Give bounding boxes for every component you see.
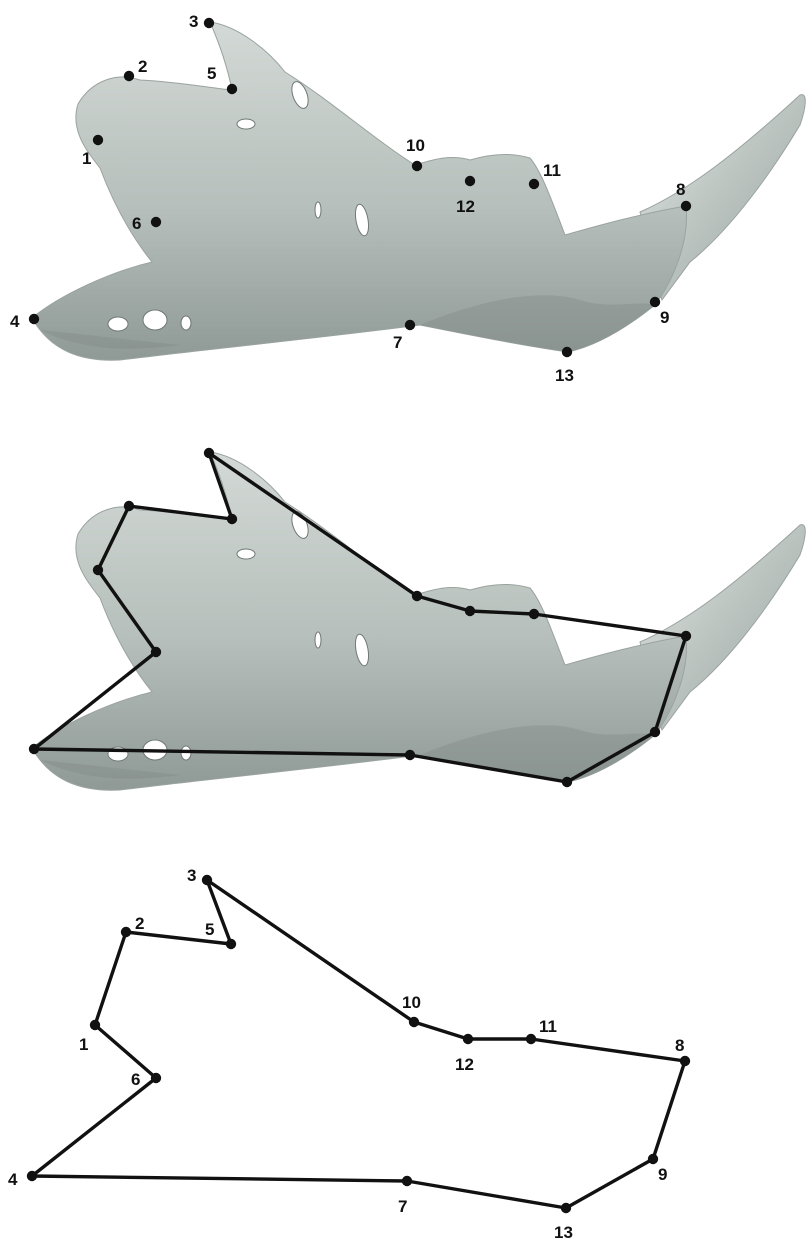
landmark-label-12: 12 <box>456 197 475 216</box>
landmark-label-1: 1 <box>82 149 91 168</box>
landmark-point-1 <box>93 565 103 575</box>
landmark-label-10: 10 <box>406 136 425 155</box>
landmark-label-13: 13 <box>554 1223 573 1241</box>
landmark-label-4: 4 <box>8 1170 18 1189</box>
landmark-point-7 <box>402 1176 412 1186</box>
landmark-point-5 <box>227 514 237 524</box>
landmark-label-13: 13 <box>555 366 574 385</box>
landmark-label-3: 3 <box>189 12 198 31</box>
landmark-label-9: 9 <box>660 308 669 327</box>
landmark-label-1: 1 <box>79 1035 88 1054</box>
landmark-label-5: 5 <box>205 920 214 939</box>
mandible-image <box>32 452 805 790</box>
landmark-point-5 <box>226 939 236 949</box>
landmark-point-2 <box>124 71 134 81</box>
mandible-image <box>32 22 805 360</box>
landmark-point-8 <box>681 631 691 641</box>
landmark-point-12 <box>463 1034 473 1044</box>
landmark-point-8 <box>680 1056 690 1066</box>
landmark-label-10: 10 <box>402 993 421 1012</box>
landmark-point-9 <box>650 297 660 307</box>
landmark-point-10 <box>409 1017 419 1027</box>
landmark-label-7: 7 <box>393 333 402 352</box>
landmark-point-3 <box>204 448 214 458</box>
landmark-point-2 <box>124 501 134 511</box>
landmark-point-5 <box>227 84 237 94</box>
landmark-point-13 <box>562 777 572 787</box>
landmark-point-6 <box>151 647 161 657</box>
landmark-point-3 <box>204 18 214 28</box>
landmark-label-8: 8 <box>676 180 685 199</box>
landmark-point-11 <box>529 609 539 619</box>
landmark-point-11 <box>529 179 539 189</box>
landmark-point-8 <box>681 201 691 211</box>
landmark-label-11: 11 <box>543 161 561 180</box>
landmark-label-6: 6 <box>131 1070 140 1089</box>
landmark-point-12 <box>465 176 475 186</box>
landmark-label-5: 5 <box>207 64 216 83</box>
landmark-label-7: 7 <box>398 1197 407 1216</box>
landmark-point-6 <box>151 217 161 227</box>
landmark-label-3: 3 <box>187 866 196 885</box>
landmark-point-1 <box>93 135 103 145</box>
landmark-point-12 <box>465 606 475 616</box>
landmark-point-13 <box>562 347 572 357</box>
landmark-label-11: 11 <box>539 1017 557 1036</box>
landmark-point-4 <box>29 744 39 754</box>
landmark-point-2 <box>121 927 131 937</box>
landmark-point-9 <box>648 1154 658 1164</box>
landmark-point-7 <box>405 320 415 330</box>
landmark-label-2: 2 <box>138 57 147 76</box>
landmark-point-6 <box>151 1073 161 1083</box>
landmark-point-4 <box>29 314 39 324</box>
mandible-with-landmark-outline <box>29 448 805 790</box>
landmark-point-10 <box>412 161 422 171</box>
landmark-point-10 <box>412 591 422 601</box>
landmark-point-1 <box>90 1020 100 1030</box>
landmark-label-4: 4 <box>10 312 20 331</box>
landmark-label-9: 9 <box>658 1165 667 1184</box>
landmark-label-8: 8 <box>675 1036 684 1055</box>
landmark-point-4 <box>27 1171 37 1181</box>
landmark-point-9 <box>650 727 660 737</box>
landmark-label-2: 2 <box>135 914 144 933</box>
landmark-label-12: 12 <box>455 1055 474 1074</box>
landmark-point-11 <box>526 1034 536 1044</box>
landmark-point-13 <box>561 1203 571 1213</box>
landmark-label-6: 6 <box>132 214 141 233</box>
landmark-point-3 <box>202 875 212 885</box>
landmark-point-7 <box>405 750 415 760</box>
